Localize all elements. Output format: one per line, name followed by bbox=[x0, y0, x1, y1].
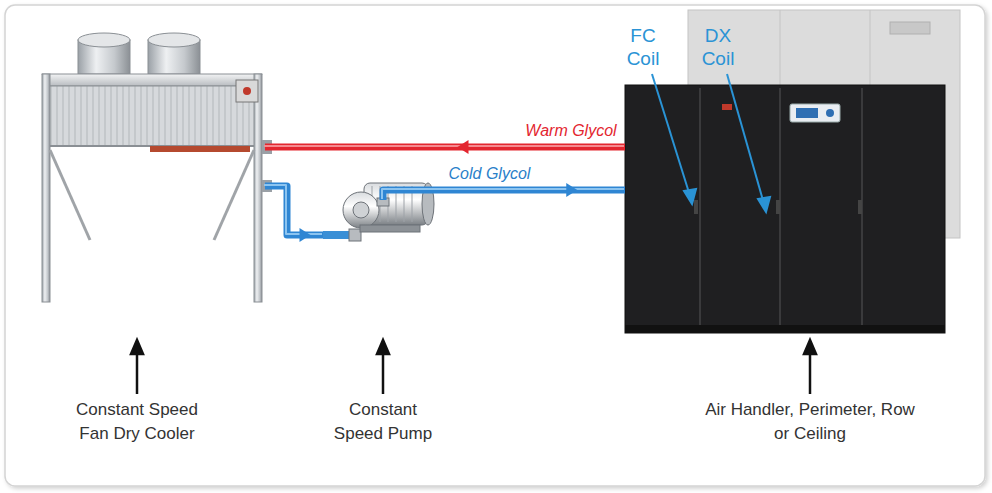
part-label: Air Handler, Perimeter, Row or Ceiling bbox=[700, 398, 920, 446]
air-handler-drawing bbox=[625, 10, 960, 333]
pointer-arrow bbox=[131, 340, 816, 394]
pipe-shine bbox=[264, 185, 322, 234]
arrow-head bbox=[300, 228, 311, 242]
arrow-head bbox=[566, 183, 577, 197]
equipment-node: Constant Speed Fan Dry Cooler bbox=[10, 40, 265, 450]
coil-label: DX Coil bbox=[695, 24, 741, 70]
flow-label: Warm Glycol bbox=[525, 121, 616, 141]
arrow-head bbox=[458, 140, 469, 154]
part-label: Constant Speed Fan Dry Cooler bbox=[62, 398, 212, 446]
glycol-pipe bbox=[382, 183, 625, 200]
pipe-shine bbox=[382, 189, 624, 199]
pipe-shine bbox=[264, 145, 624, 147]
pipe-body bbox=[383, 190, 625, 200]
dry-cooler-drawing bbox=[42, 33, 272, 302]
equipment-node: Constant Speed Pump bbox=[323, 200, 443, 450]
pipe-body bbox=[265, 144, 625, 151]
leader-line bbox=[652, 74, 770, 212]
equipment-node: Air Handler, Perimeter, Row or Ceiling bbox=[625, 85, 945, 450]
glycol-pipe bbox=[264, 185, 323, 242]
pipe-body bbox=[265, 186, 323, 235]
coil-label: FC Coil bbox=[620, 24, 666, 70]
flow-label: Cold Glycol bbox=[449, 164, 531, 184]
glycol-pipe bbox=[264, 140, 625, 154]
part-label: Constant Speed Pump bbox=[323, 398, 443, 446]
